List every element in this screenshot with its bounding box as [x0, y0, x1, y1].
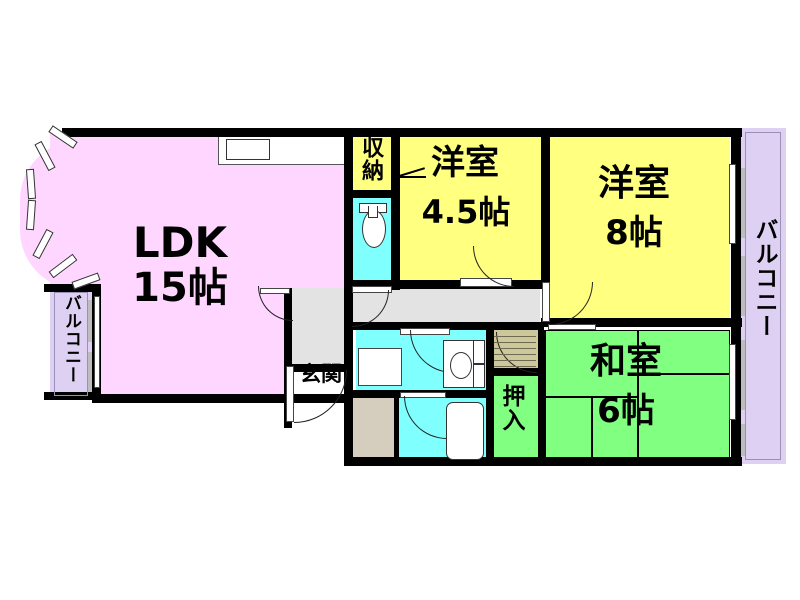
wall-balcony-left-bottom: [44, 392, 101, 400]
wall-entrance-bottom: [284, 364, 352, 372]
label-ldk-size: 15帖: [132, 265, 228, 311]
vanity-basin-icon: [450, 352, 472, 379]
wall-washroom-right: [486, 330, 494, 466]
door-opening-entrance[interactable]: [286, 366, 294, 422]
kitchen-sink-icon: [226, 139, 270, 160]
balcony-left-rail-segment: [88, 352, 92, 392]
wall-oshiire-top: [486, 368, 546, 376]
label-western45-name: 洋室: [431, 143, 499, 183]
louver-line: [494, 348, 536, 349]
label-washitsu-name: 和室: [589, 341, 662, 382]
wall-western8-bottom: [541, 318, 742, 327]
label-washitsu-size: 6帖: [597, 391, 655, 431]
label-western45-size: 4.5帖: [421, 193, 511, 231]
wall-bath-divider: [394, 396, 399, 464]
door-opening-washitsu[interactable]: [548, 324, 596, 330]
louver-line: [494, 336, 536, 337]
wall-exterior-right: [731, 128, 741, 318]
door-opening-western8[interactable]: [542, 282, 550, 322]
toilet-bowl-neck: [368, 206, 378, 218]
louver-line: [494, 354, 536, 355]
louver-line: [494, 360, 536, 361]
room-fill-oshiire: [492, 374, 538, 464]
room-fill-western-4-5: [399, 128, 543, 283]
window-western8: [729, 164, 736, 244]
balcony-right-fill: [740, 128, 786, 464]
balcony-right-rail-segment: [741, 256, 745, 316]
balcony-right-rail-segment: [741, 340, 745, 410]
bathtub-icon: [446, 402, 484, 460]
wall-exterior-right-lower: [731, 318, 741, 466]
entrance-floor-tile: [348, 396, 394, 464]
balcony-right-rail: [745, 132, 781, 460]
label-closet-top: 収納: [358, 136, 383, 182]
closet-indicator-line: [396, 176, 426, 178]
label-balcony-left: バルコニー: [61, 294, 81, 384]
balcony-right-rail-segment: [741, 168, 745, 238]
wall-toilet-right: [391, 198, 400, 290]
label-genkan: 玄関: [300, 362, 342, 386]
corridor-stub: [290, 328, 352, 368]
wall-oshiire-right: [538, 330, 546, 466]
wall-western45-right: [541, 128, 550, 288]
wall-closet-bottom: [344, 190, 400, 198]
wall-ldk-right: [344, 128, 353, 294]
balcony-left-rail-segment: [88, 300, 92, 342]
balcony-left-rail: [54, 292, 88, 396]
label-ldk-name: LDK: [132, 218, 228, 267]
louver-line: [494, 366, 536, 367]
wall-exterior-top: [62, 128, 354, 137]
window-ldk-balcony: [94, 296, 100, 388]
room-fill-closet-top: [352, 128, 394, 194]
louver-line: [494, 342, 536, 343]
wall-ldk-bottom: [92, 394, 352, 403]
wall-balcony-left-top: [44, 284, 101, 292]
wall-closet-right: [391, 128, 400, 198]
label-western8-size: 8帖: [605, 213, 663, 253]
balcony-right-rail-segment: [741, 424, 745, 456]
balcony-left-fill: [50, 290, 92, 398]
wall-corridor-bottom: [344, 322, 544, 330]
label-balcony-right: バルコニー: [751, 218, 777, 338]
vanity-side-icon: [473, 340, 485, 364]
vanity-side-icon-2: [473, 364, 485, 388]
wall-western45-bottom: [344, 280, 550, 289]
label-western8-name: 洋室: [597, 163, 670, 204]
label-oshiire: 押入: [498, 384, 524, 432]
wall-corridor-left: [284, 288, 292, 428]
corridor: [290, 288, 540, 328]
window-washitsu: [729, 344, 736, 420]
washer-space: [358, 348, 402, 386]
